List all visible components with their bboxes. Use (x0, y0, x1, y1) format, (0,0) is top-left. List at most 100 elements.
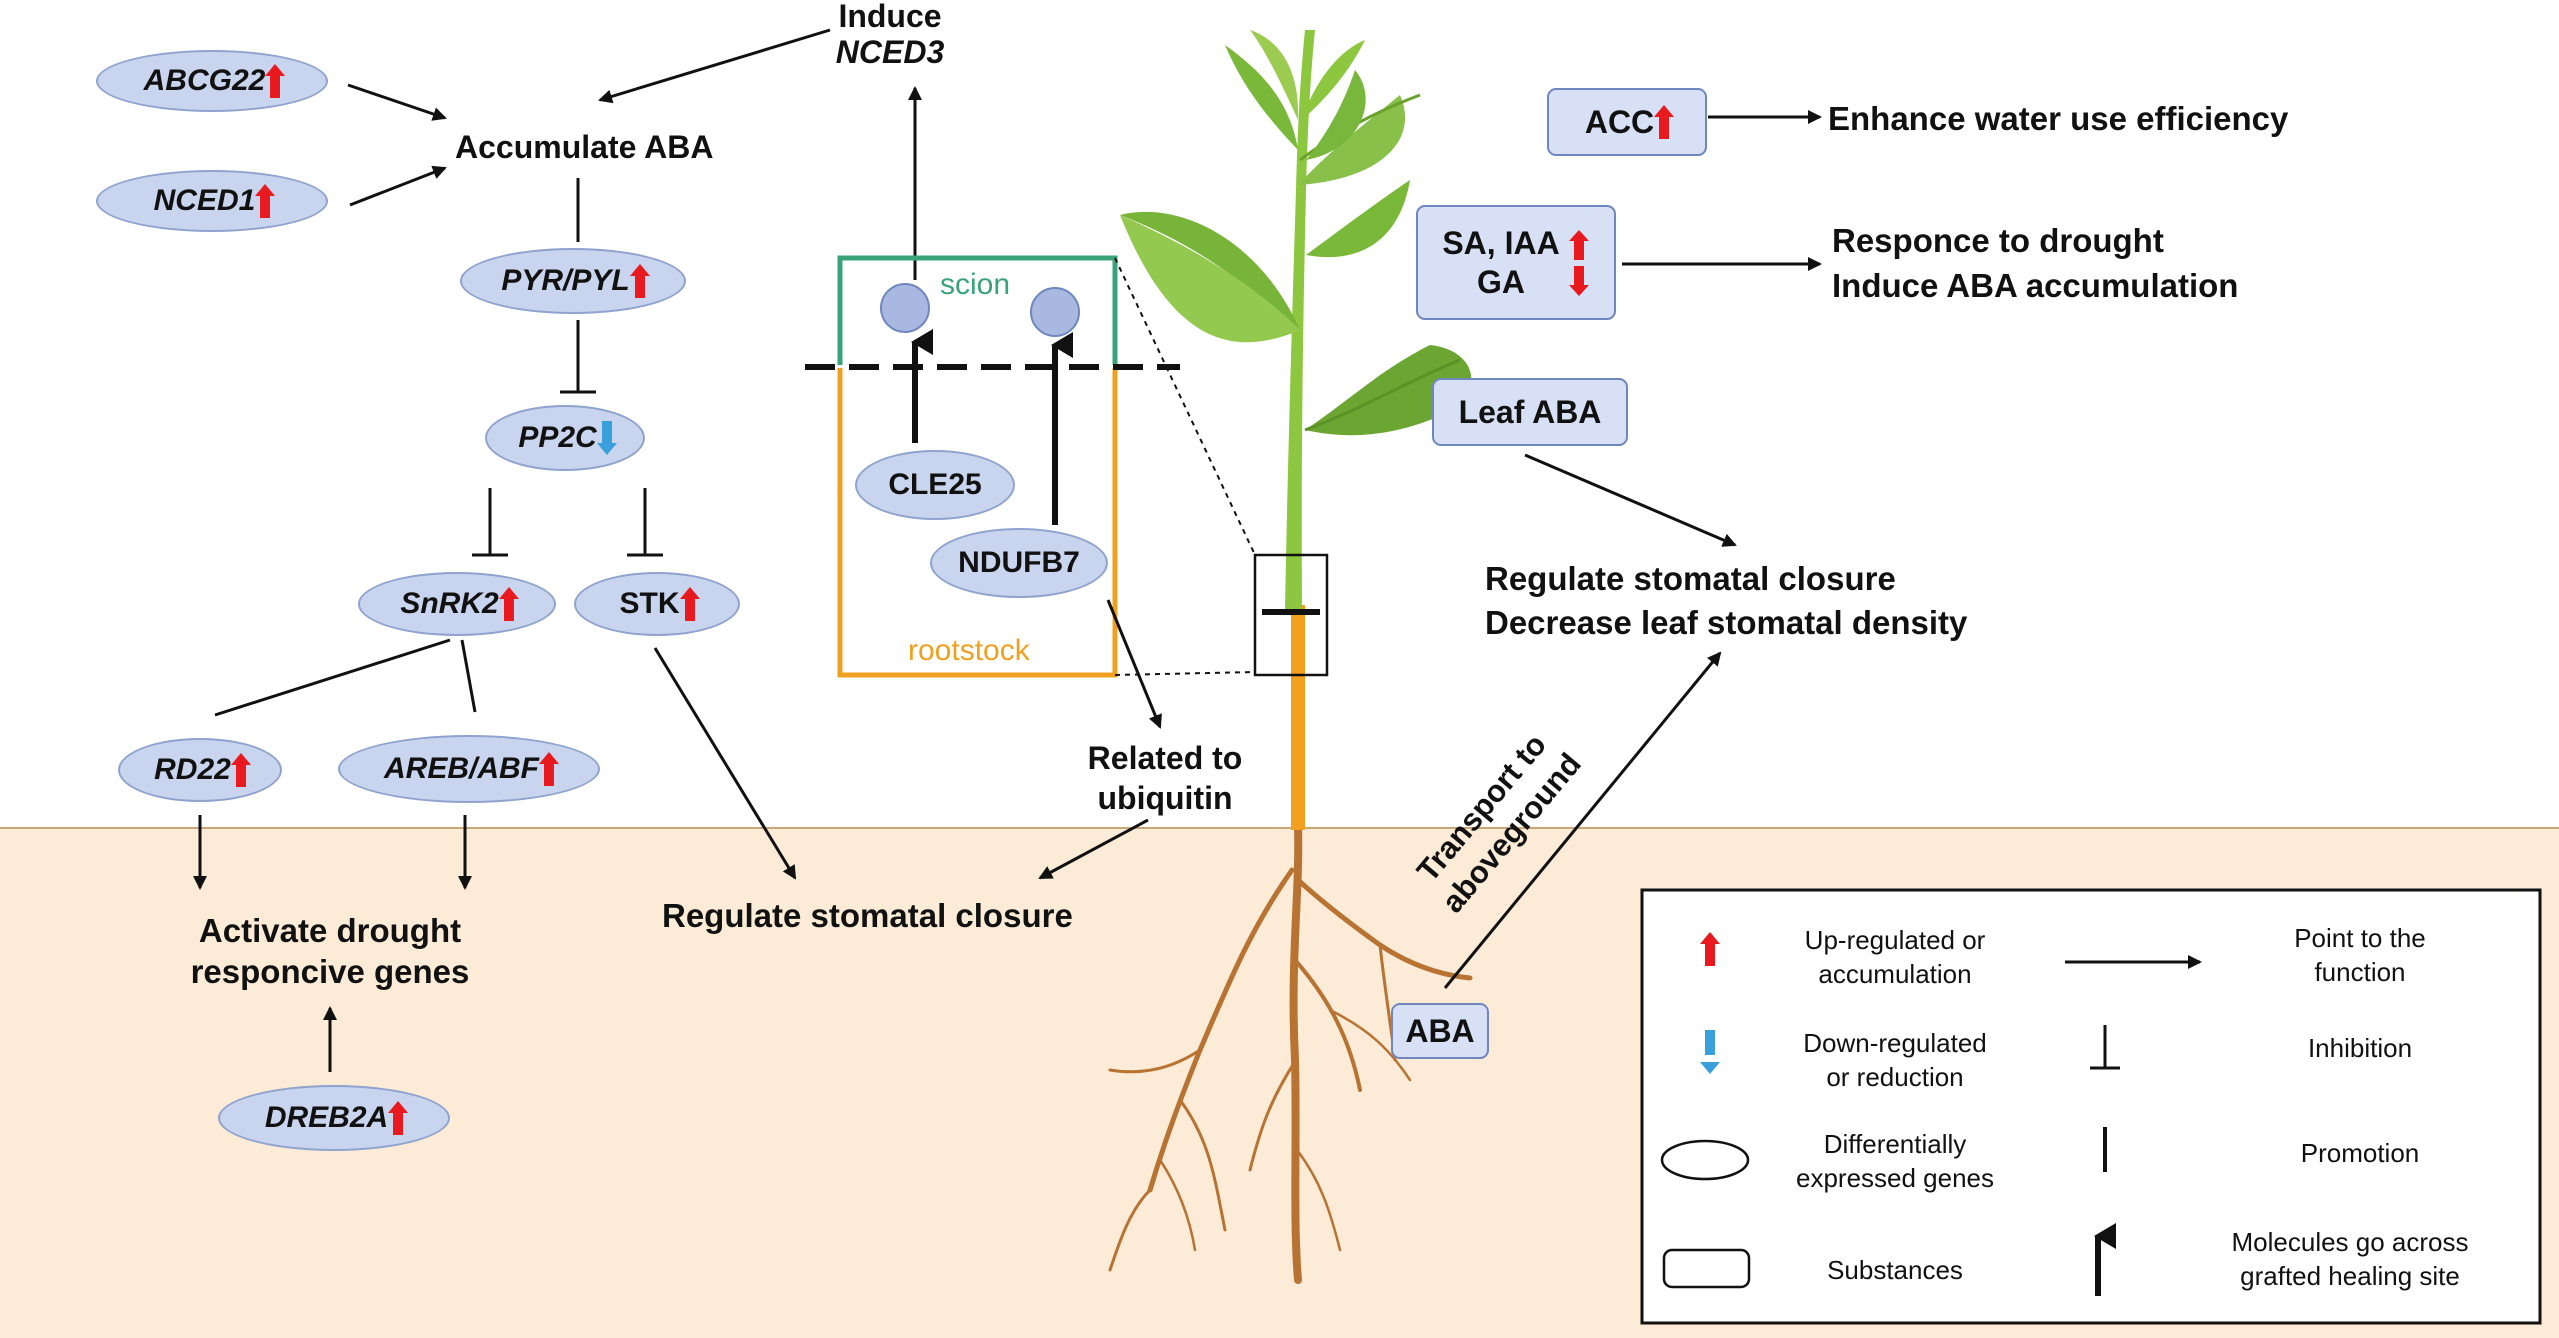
zoom-guide-top (1114, 257, 1256, 556)
up-arrow-icon (498, 587, 519, 621)
scion-box (837, 255, 1118, 365)
arrow-root-aba-transport (1443, 651, 1722, 989)
gene-stk: STK (574, 572, 740, 636)
gene-rd22: RD22 (118, 738, 282, 802)
gene-areb-abf: AREB/ABF (338, 735, 600, 803)
gene-pp2c: PP2C (485, 405, 645, 471)
substance-acc-label: ACC (1584, 103, 1655, 140)
decrease-density-label: Decrease leaf stomatal density (1485, 604, 1968, 641)
legend-deg-line-2: expressed genes (1795, 1162, 1995, 1193)
substance-root-aba: ABA (1391, 1003, 1489, 1059)
legend-down-line-1: Down-regulated (1803, 1028, 1987, 1058)
activate-drought-label: Activate drought responcive genes (155, 910, 505, 993)
induce-label: Induce (838, 0, 942, 34)
legend-up-line-1: Up-regulated or (1804, 925, 1986, 955)
down-arrow-icon (596, 421, 617, 455)
gene-areb-abf-label: AREB/ABF (384, 752, 539, 785)
rootstock-stem (1291, 605, 1305, 830)
gene-dreb2a: DREB2A (218, 1085, 450, 1151)
related-line-2: ubiquitin (1097, 780, 1233, 816)
inhibition-pp2c-snrk2 (472, 488, 508, 557)
up-arrow-icon (1568, 265, 1589, 296)
legend-point-line-1: Point to the (2294, 923, 2426, 953)
gene-nced1-label: NCED1 (153, 184, 256, 217)
gene-nced1: NCED1 (96, 170, 328, 232)
gene-cle25: CLE25 (855, 450, 1015, 520)
legend-point-line-2: function (2314, 956, 2406, 987)
nced3-label: NCED3 (835, 34, 945, 70)
plant-roots (1108, 824, 1473, 1284)
gene-stk-label: STK (619, 587, 680, 620)
up-arrow-icon (230, 753, 251, 787)
scion-label: scion (940, 268, 1011, 301)
responce-drought-label: Responce to drought (1832, 222, 2164, 259)
gene-ndufb7-label: NDUFB7 (958, 546, 1080, 579)
gene-snrk2-label: SnRK2 (400, 587, 499, 620)
promotion-snrk2-areb (460, 639, 477, 713)
gene-pyr-pyl: PYR/PYL (460, 248, 686, 314)
legend-box (1640, 888, 2542, 1325)
gene-pyr-pyl-label: PYR/PYL (501, 264, 630, 297)
substance-leaf-aba: Leaf ABA (1432, 378, 1628, 446)
scion-stem (1285, 30, 1315, 610)
gene-rd22-label: RD22 (154, 753, 231, 786)
up-arrow-icon (1654, 105, 1675, 139)
legend-inhibition-text: Inhibition (2307, 1033, 2413, 1063)
gene-abcg22: ABCG22 (96, 50, 328, 112)
related-line-1: Related to (1087, 740, 1243, 776)
legend-up-arrow-icon (1700, 932, 1720, 976)
legend-substances-text: Substances (1827, 1255, 1963, 1285)
regulate-closure-upper-label: Regulate stomatal closure (1485, 560, 1896, 597)
legend-down-arrow-icon (1700, 1030, 1720, 1074)
up-arrow-icon (679, 587, 700, 621)
accumulate-aba-label: Accumulate ABA (455, 129, 714, 165)
up-arrow-icon (388, 1101, 409, 1135)
up-down-arrows-icon (1568, 229, 1590, 296)
legend-ellipse-icon (1660, 1139, 1750, 1181)
up-arrow-icon (1568, 229, 1589, 260)
arrow-leafaba-to-closure (1524, 453, 1737, 547)
inhibition-pp2c-stk (627, 488, 663, 557)
up-arrow-icon (629, 264, 650, 298)
arrow-abcg22-to-aba (347, 83, 447, 121)
legend-rounded-rect-icon (1662, 1248, 1751, 1289)
up-arrow-icon (265, 64, 286, 98)
legend-promotion-text: Promotion (2300, 1138, 2420, 1168)
legend-mol-line-2: grafted healing site (2240, 1260, 2460, 1291)
activate-line-1: Activate drought (198, 912, 462, 949)
gene-abcg22-label: ABCG22 (143, 64, 266, 97)
legend-inhibition-icon (2090, 1025, 2120, 1070)
substance-acc: ACC (1547, 88, 1707, 156)
regulate-stomatal-closure-label: Regulate stomatal closure (662, 897, 1073, 934)
arrow-stk-to-closure (653, 647, 797, 880)
up-arrow-icon (255, 184, 276, 218)
related-ubiquitin-label: Related to ubiquitin (1070, 738, 1260, 818)
scion-molecule-2 (1030, 287, 1080, 337)
gene-snrk2: SnRK2 (358, 572, 556, 636)
scion-molecule-1 (880, 283, 930, 333)
enhance-wue-label: Enhance water use efficiency (1828, 100, 2289, 137)
inhibition-pyr-pp2c (560, 320, 596, 394)
gene-pp2c-label: PP2C (518, 421, 597, 454)
substance-leaf-aba-label: Leaf ABA (1458, 393, 1602, 430)
gene-dreb2a-label: DREB2A (264, 1101, 389, 1134)
gene-ndufb7: NDUFB7 (930, 528, 1108, 598)
substance-ga-label: GA (1477, 263, 1525, 300)
rootstock-label: rootstock (908, 634, 1030, 667)
substance-root-aba-label: ABA (1405, 1012, 1475, 1049)
up-arrow-icon (539, 752, 559, 786)
gene-cle25-label: CLE25 (888, 468, 982, 501)
rootstock-box (837, 368, 1118, 678)
plant-leaves (1120, 30, 1472, 436)
arrow-ubiquitin-to-closure (1038, 818, 1149, 880)
activate-line-2: responcive genes (190, 953, 470, 991)
substance-sa-iaa-label: SA, IAA (1442, 225, 1560, 262)
zoom-guide-bottom (1114, 671, 1256, 676)
legend-up-line-2: accumulation (1818, 958, 1972, 989)
